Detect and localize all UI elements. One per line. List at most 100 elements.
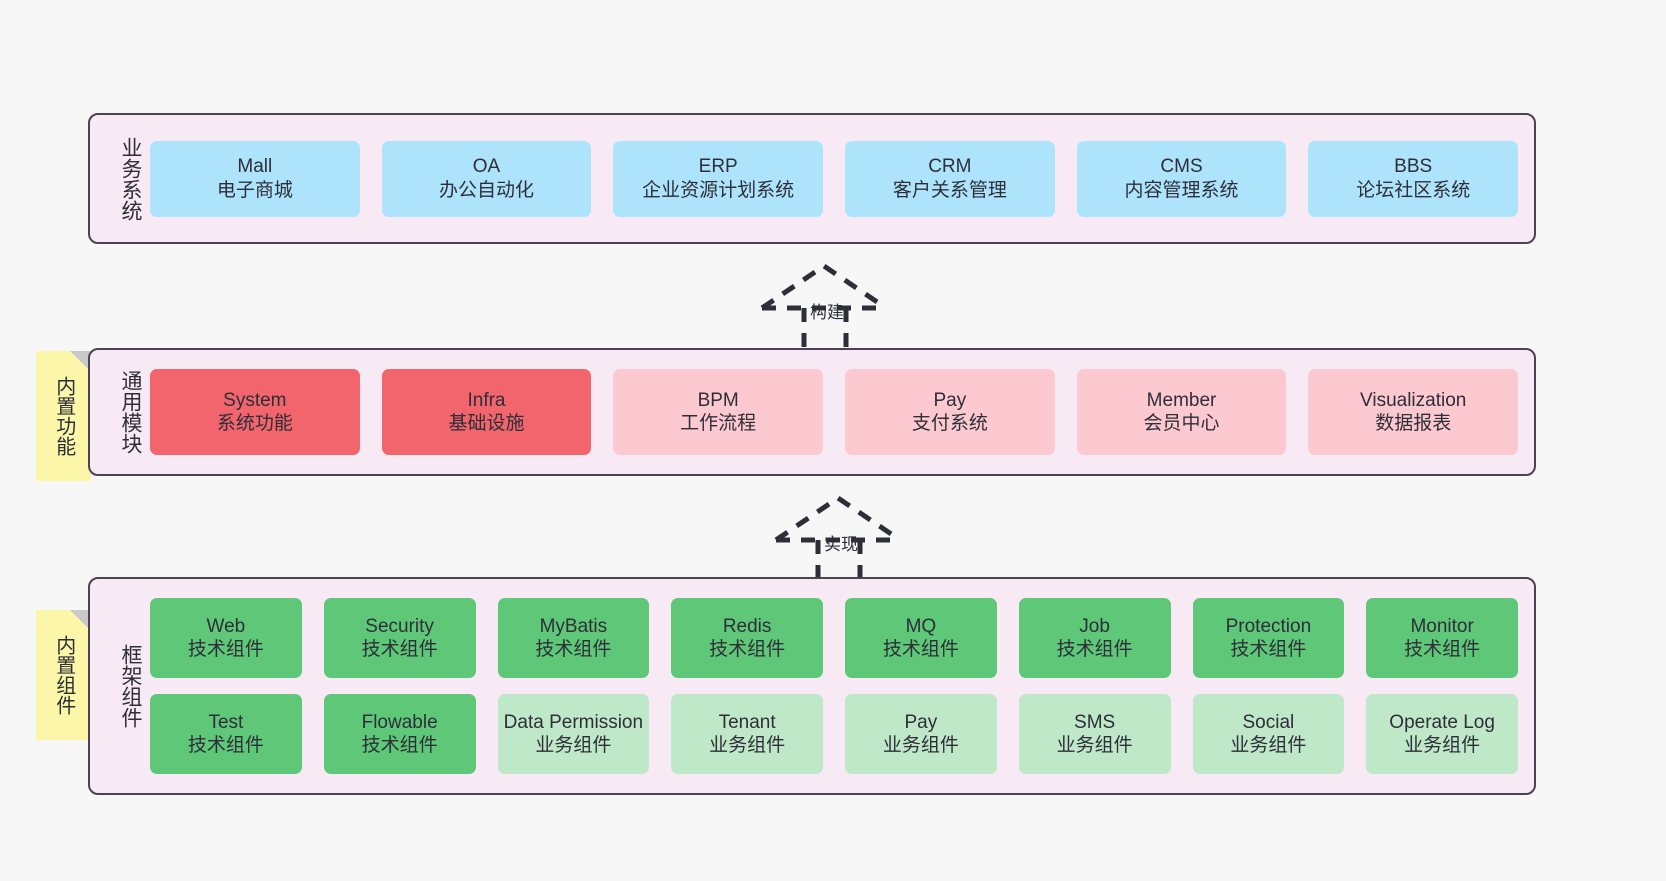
node-subtitle: 企业资源计划系统 (642, 179, 795, 201)
node-title: Tenant (718, 711, 776, 733)
node-title: MyBatis (539, 615, 608, 637)
node-sms[interactable]: SMS 业务组件 (1018, 694, 1171, 774)
node-subtitle: 论坛社区系统 (1356, 179, 1471, 201)
node-title: Redis (722, 615, 772, 637)
node-title: Member (1146, 389, 1217, 411)
node-row: System 系统功能 Infra 基础设施 BPM 工作流程 Pay 支付系统… (150, 369, 1519, 455)
node-mq[interactable]: MQ 技术组件 (845, 598, 997, 678)
node-title: ERP (698, 156, 738, 178)
connector-stem (801, 308, 849, 348)
node-title: Monitor (1410, 615, 1474, 637)
node-row: Mall 电子商城 OA 办公自动化 ERP 企业资源计划系统 CRM 客户关系… (150, 140, 1519, 217)
layer-body-business-system: Mall 电子商城 OA 办公自动化 ERP 企业资源计划系统 CRM 客户关系… (146, 115, 1534, 242)
node-subtitle: 业务组件 (535, 735, 612, 756)
folded-corner-icon (70, 351, 91, 372)
node-subtitle: 工作流程 (680, 413, 757, 434)
node-title: Social (1242, 711, 1295, 733)
node-subtitle: 业务组件 (882, 735, 959, 756)
node-title: OA (472, 156, 501, 178)
node-tenant[interactable]: Tenant 业务组件 (671, 694, 823, 774)
sticky-note-builtin-component: 内置组件 (36, 610, 91, 740)
node-title: Security (365, 615, 434, 637)
node-member[interactable]: Member 会员中心 (1076, 369, 1287, 455)
node-row: Test 技术组件 Flowable 技术组件 Data Permission … (150, 694, 1518, 774)
node-subtitle: 技术组件 (361, 735, 438, 756)
sticky-note-builtin-function: 内置功能 (36, 351, 91, 481)
node-social[interactable]: Social 业务组件 (1192, 694, 1345, 774)
node-infra[interactable]: Infra 基础设施 (381, 369, 592, 455)
node-test[interactable]: Test 技术组件 (150, 694, 302, 774)
node-web[interactable]: Web 技术组件 (150, 598, 302, 678)
node-subtitle: 办公自动化 (439, 179, 535, 201)
node-title: Operate Log (1389, 711, 1495, 733)
node-subtitle: 数据报表 (1375, 413, 1452, 434)
node-bbs[interactable]: BBS 论坛社区系统 (1308, 140, 1519, 217)
node-job[interactable]: Job 技术组件 (1018, 598, 1171, 678)
node-security[interactable]: Security 技术组件 (323, 598, 476, 678)
node-subtitle: 技术组件 (187, 639, 264, 660)
node-oa[interactable]: OA 办公自动化 (381, 140, 592, 217)
node-subtitle: 业务组件 (709, 735, 786, 756)
node-visualization[interactable]: Visualization 数据报表 (1308, 369, 1519, 455)
node-title: Job (1079, 615, 1110, 637)
layer-business-system[interactable]: 业务系统 Mall 电子商城 OA 办公自动化 ERP 企业资源计划系统 CRM… (88, 113, 1536, 244)
node-subtitle: 技术组件 (709, 639, 786, 660)
sticky-note-label: 内置功能 (52, 376, 75, 456)
node-title: Mall (237, 156, 273, 178)
node-title: SMS (1074, 711, 1116, 733)
node-system[interactable]: System 系统功能 (150, 369, 360, 455)
layer-body-framework-component: Web 技术组件 Security 技术组件 MyBatis 技术组件 Redi… (146, 579, 1534, 793)
node-subtitle: 系统功能 (216, 413, 293, 434)
node-subtitle: 技术组件 (882, 639, 959, 660)
node-subtitle: 内容管理系统 (1124, 179, 1239, 201)
node-erp[interactable]: ERP 企业资源计划系统 (613, 140, 824, 217)
layer-framework-component[interactable]: 框架组件 Web 技术组件 Security 技术组件 MyBatis 技术组件… (88, 577, 1536, 795)
connector-stem (815, 540, 863, 580)
node-row: Web 技术组件 Security 技术组件 MyBatis 技术组件 Redi… (150, 598, 1518, 678)
node-protection[interactable]: Protection 技术组件 (1192, 598, 1345, 678)
node-title: Infra (467, 389, 506, 411)
node-operate-log[interactable]: Operate Log 业务组件 (1366, 694, 1518, 774)
node-title: Visualization (1360, 389, 1467, 411)
node-subtitle: 技术组件 (1056, 639, 1133, 660)
node-title: Flowable (361, 711, 438, 733)
node-title: Pay (904, 711, 938, 733)
node-cms[interactable]: CMS 内容管理系统 (1076, 140, 1287, 217)
layer-common-module[interactable]: 通用模块 System 系统功能 Infra 基础设施 BPM 工作流程 Pay… (88, 348, 1536, 476)
node-subtitle: 技术组件 (361, 639, 438, 660)
connector-build: 构建 (752, 258, 912, 350)
node-subtitle: 技术组件 (535, 639, 612, 660)
node-title: Web (206, 615, 246, 637)
node-data-permission[interactable]: Data Permission 业务组件 (497, 694, 650, 774)
node-subtitle: 业务组件 (1056, 735, 1133, 756)
node-mall[interactable]: Mall 电子商城 (150, 140, 360, 217)
node-monitor[interactable]: Monitor 技术组件 (1366, 598, 1518, 678)
node-title: System (223, 389, 287, 411)
node-subtitle: 技术组件 (187, 735, 264, 756)
node-subtitle: 业务组件 (1230, 735, 1307, 756)
folded-corner-icon (70, 610, 91, 631)
node-crm[interactable]: CRM 客户关系管理 (845, 140, 1055, 217)
node-title: Protection (1225, 615, 1312, 637)
generalization-arrowhead (774, 494, 902, 543)
node-title: CRM (928, 156, 972, 178)
node-bpm[interactable]: BPM 工作流程 (613, 369, 824, 455)
node-subtitle: 客户关系管理 (892, 179, 1007, 201)
node-title: Data Permission (503, 711, 644, 733)
node-subtitle: 会员中心 (1143, 413, 1220, 434)
node-pay-component[interactable]: Pay 业务组件 (845, 694, 997, 774)
node-title: CMS (1160, 156, 1203, 178)
layer-title-framework-component: 框架组件 (119, 644, 142, 728)
node-title: BPM (697, 389, 739, 411)
connector-implement-label: 实现 (824, 535, 858, 554)
node-mybatis[interactable]: MyBatis 技术组件 (497, 598, 650, 678)
node-subtitle: 技术组件 (1230, 639, 1307, 660)
node-pay[interactable]: Pay 支付系统 (845, 369, 1055, 455)
node-title: BBS (1394, 156, 1433, 178)
node-title: Pay (933, 389, 967, 411)
node-redis[interactable]: Redis 技术组件 (671, 598, 823, 678)
node-title: Test (208, 711, 244, 733)
node-subtitle: 支付系统 (911, 413, 988, 434)
node-flowable[interactable]: Flowable 技术组件 (323, 694, 476, 774)
